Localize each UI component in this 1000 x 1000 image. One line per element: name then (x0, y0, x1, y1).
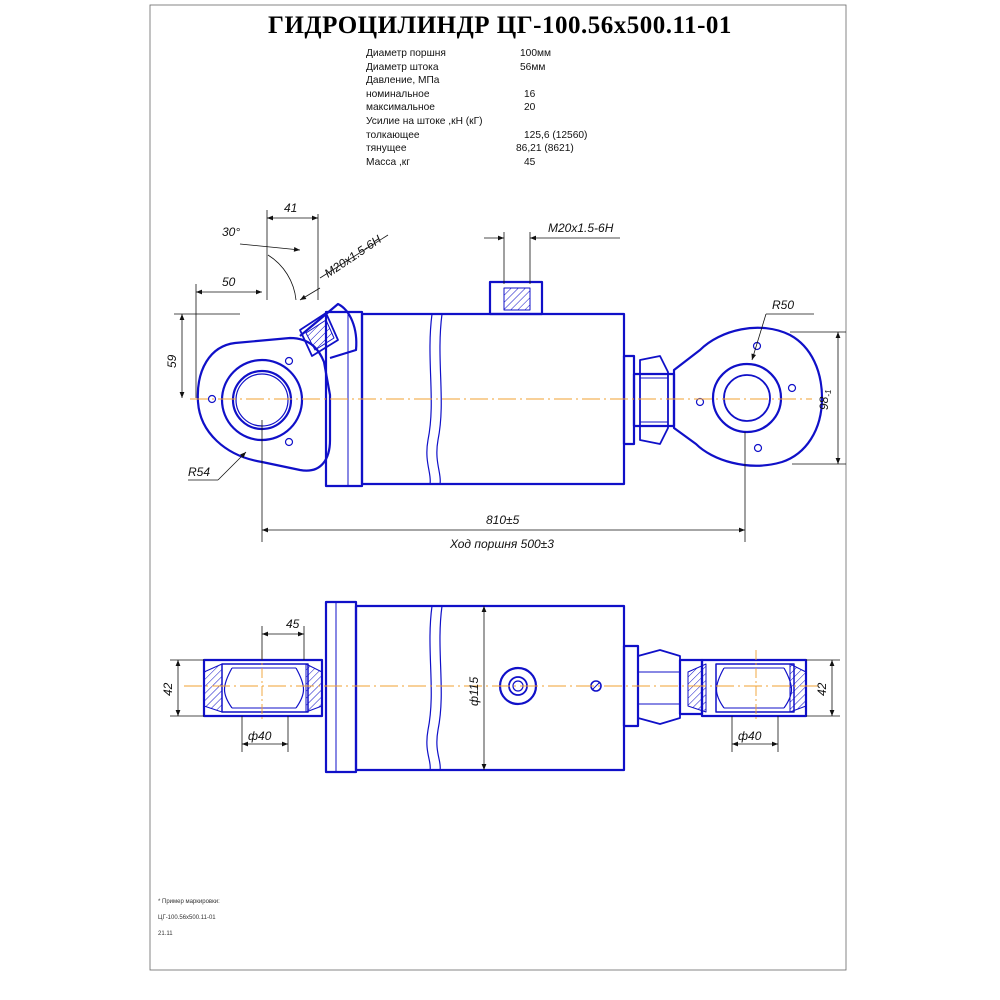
bottom-barrel (354, 604, 626, 772)
dim-50: 50 (222, 275, 236, 289)
dim-angle: 30° (222, 225, 240, 239)
spec-row: Масса ,кг 45 (366, 156, 626, 170)
front-eye-body (672, 326, 824, 467)
bottom-rod-nut (637, 649, 681, 725)
spec-label: Масса ,кг (366, 156, 410, 168)
bottom-view (202, 600, 808, 774)
right-bearing-ball (715, 667, 725, 709)
front-eye-bolt-hole (753, 443, 763, 453)
sheet-frame (149, 4, 847, 971)
spec-row: Давление, МПа (366, 74, 626, 88)
spec-label: Усилие на штоке ,кН (кГ) (366, 115, 483, 127)
right-eye-hatch (789, 663, 807, 713)
dim-45: 45 (286, 617, 300, 631)
spec-label: тянущее (366, 143, 407, 155)
front-eye-bolt-hole (695, 397, 705, 407)
dim-phi40-right: ф40 (738, 729, 762, 743)
front-eye-bore (723, 374, 771, 422)
right-bearing-ball (783, 667, 793, 709)
left-bearing (221, 663, 309, 713)
spec-row: Усилие на штоке ,кН (кГ) (366, 115, 626, 129)
dim-phi115: ф115 (467, 677, 481, 706)
left-eye-hatch (305, 663, 323, 713)
left-eye-hatch (203, 663, 223, 713)
spec-row: Диаметр штока 56мм (366, 61, 626, 75)
spec-row: тянущее 86,21 (8621) (366, 142, 626, 156)
left-bearing-ball (223, 667, 233, 709)
dim-42-left: 42 (161, 682, 175, 696)
dim-41: 41 (284, 201, 297, 215)
dimension-lines (170, 210, 846, 770)
break-line (436, 605, 443, 771)
spec-value: 86,21 (8621) (516, 143, 574, 155)
dim-810: 810±5 (486, 513, 520, 527)
front-eye-outer (711, 362, 783, 434)
rear-clevis-neck (299, 302, 358, 360)
spec-value: 45 (524, 156, 536, 168)
dim-r50: R50 (772, 298, 794, 312)
spec-label: Диаметр поршня (366, 48, 446, 59)
dim-98: 98-1 (817, 390, 833, 410)
break-line (426, 605, 433, 771)
spec-row: номинальное 16 (366, 88, 626, 102)
spec-value: 125,6 (12560) (524, 129, 588, 141)
top-port-thread (503, 287, 531, 311)
top-port (488, 280, 544, 316)
dim-98-value: 98 (817, 396, 831, 410)
dim-59: 59 (165, 354, 179, 368)
spec-label: толкающее (366, 129, 420, 141)
rear-flange (324, 600, 358, 774)
right-eye-hatch (687, 663, 707, 713)
rear-eye-bore (235, 373, 289, 427)
spec-value: 16 (524, 88, 536, 100)
rod-nut (639, 355, 669, 445)
left-bearing-ball (295, 667, 305, 709)
dim-stroke: Ход поршня 500±3 (449, 537, 554, 551)
front-gland (622, 354, 636, 446)
break-line (426, 313, 433, 485)
right-bearing (715, 663, 795, 713)
spec-value: 56мм (520, 61, 546, 73)
note-line: ЦГ-100.56х500.11-01 (158, 915, 216, 921)
note-line: 21.11 (158, 931, 173, 937)
spec-row: максимальное 20 (366, 101, 626, 115)
dim-98-tolerance: -1 (824, 390, 833, 397)
rear-eye-bolt-hole (284, 437, 294, 447)
spec-value: 100мм (520, 48, 552, 59)
rear-clevis-body (196, 336, 332, 472)
dim-thread-top: M20х1.5-6H (548, 221, 614, 235)
spec-row: толкающее 125,6 (12560) (366, 129, 626, 143)
dim-thread-left: M20х1.5-6H (322, 232, 384, 280)
front-eye-bolt-hole (787, 383, 797, 393)
spec-label: Диаметр штока (366, 61, 439, 73)
spec-label: Давление, МПа (366, 75, 440, 87)
marking-notes: * Пример маркировки: ЦГ-100.56х500.11-01… (158, 894, 220, 942)
spec-value: 20 (524, 102, 536, 114)
rear-port-boss (299, 312, 339, 357)
break-line (436, 313, 443, 485)
dim-42-right: 42 (815, 682, 829, 696)
spec-label: максимальное (366, 102, 435, 114)
drawing-title: ГИДРОЦИЛИНДР ЦГ-100.56х500.11-01 (268, 12, 732, 39)
rear-eye-bolt-hole (284, 356, 294, 366)
note-line: * Пример маркировки: (158, 899, 220, 905)
dim-r54: R54 (188, 465, 210, 479)
specifications-table: Диаметр поршня 100мм Диаметр штока 56мм Да… (366, 47, 626, 169)
spec-label: номинальное (366, 88, 430, 100)
spec-row: Диаметр поршня 100мм (366, 47, 626, 61)
top-view (196, 280, 824, 488)
rear-eye-bolt-hole (207, 394, 217, 404)
dim-phi40-left: ф40 (248, 729, 272, 743)
